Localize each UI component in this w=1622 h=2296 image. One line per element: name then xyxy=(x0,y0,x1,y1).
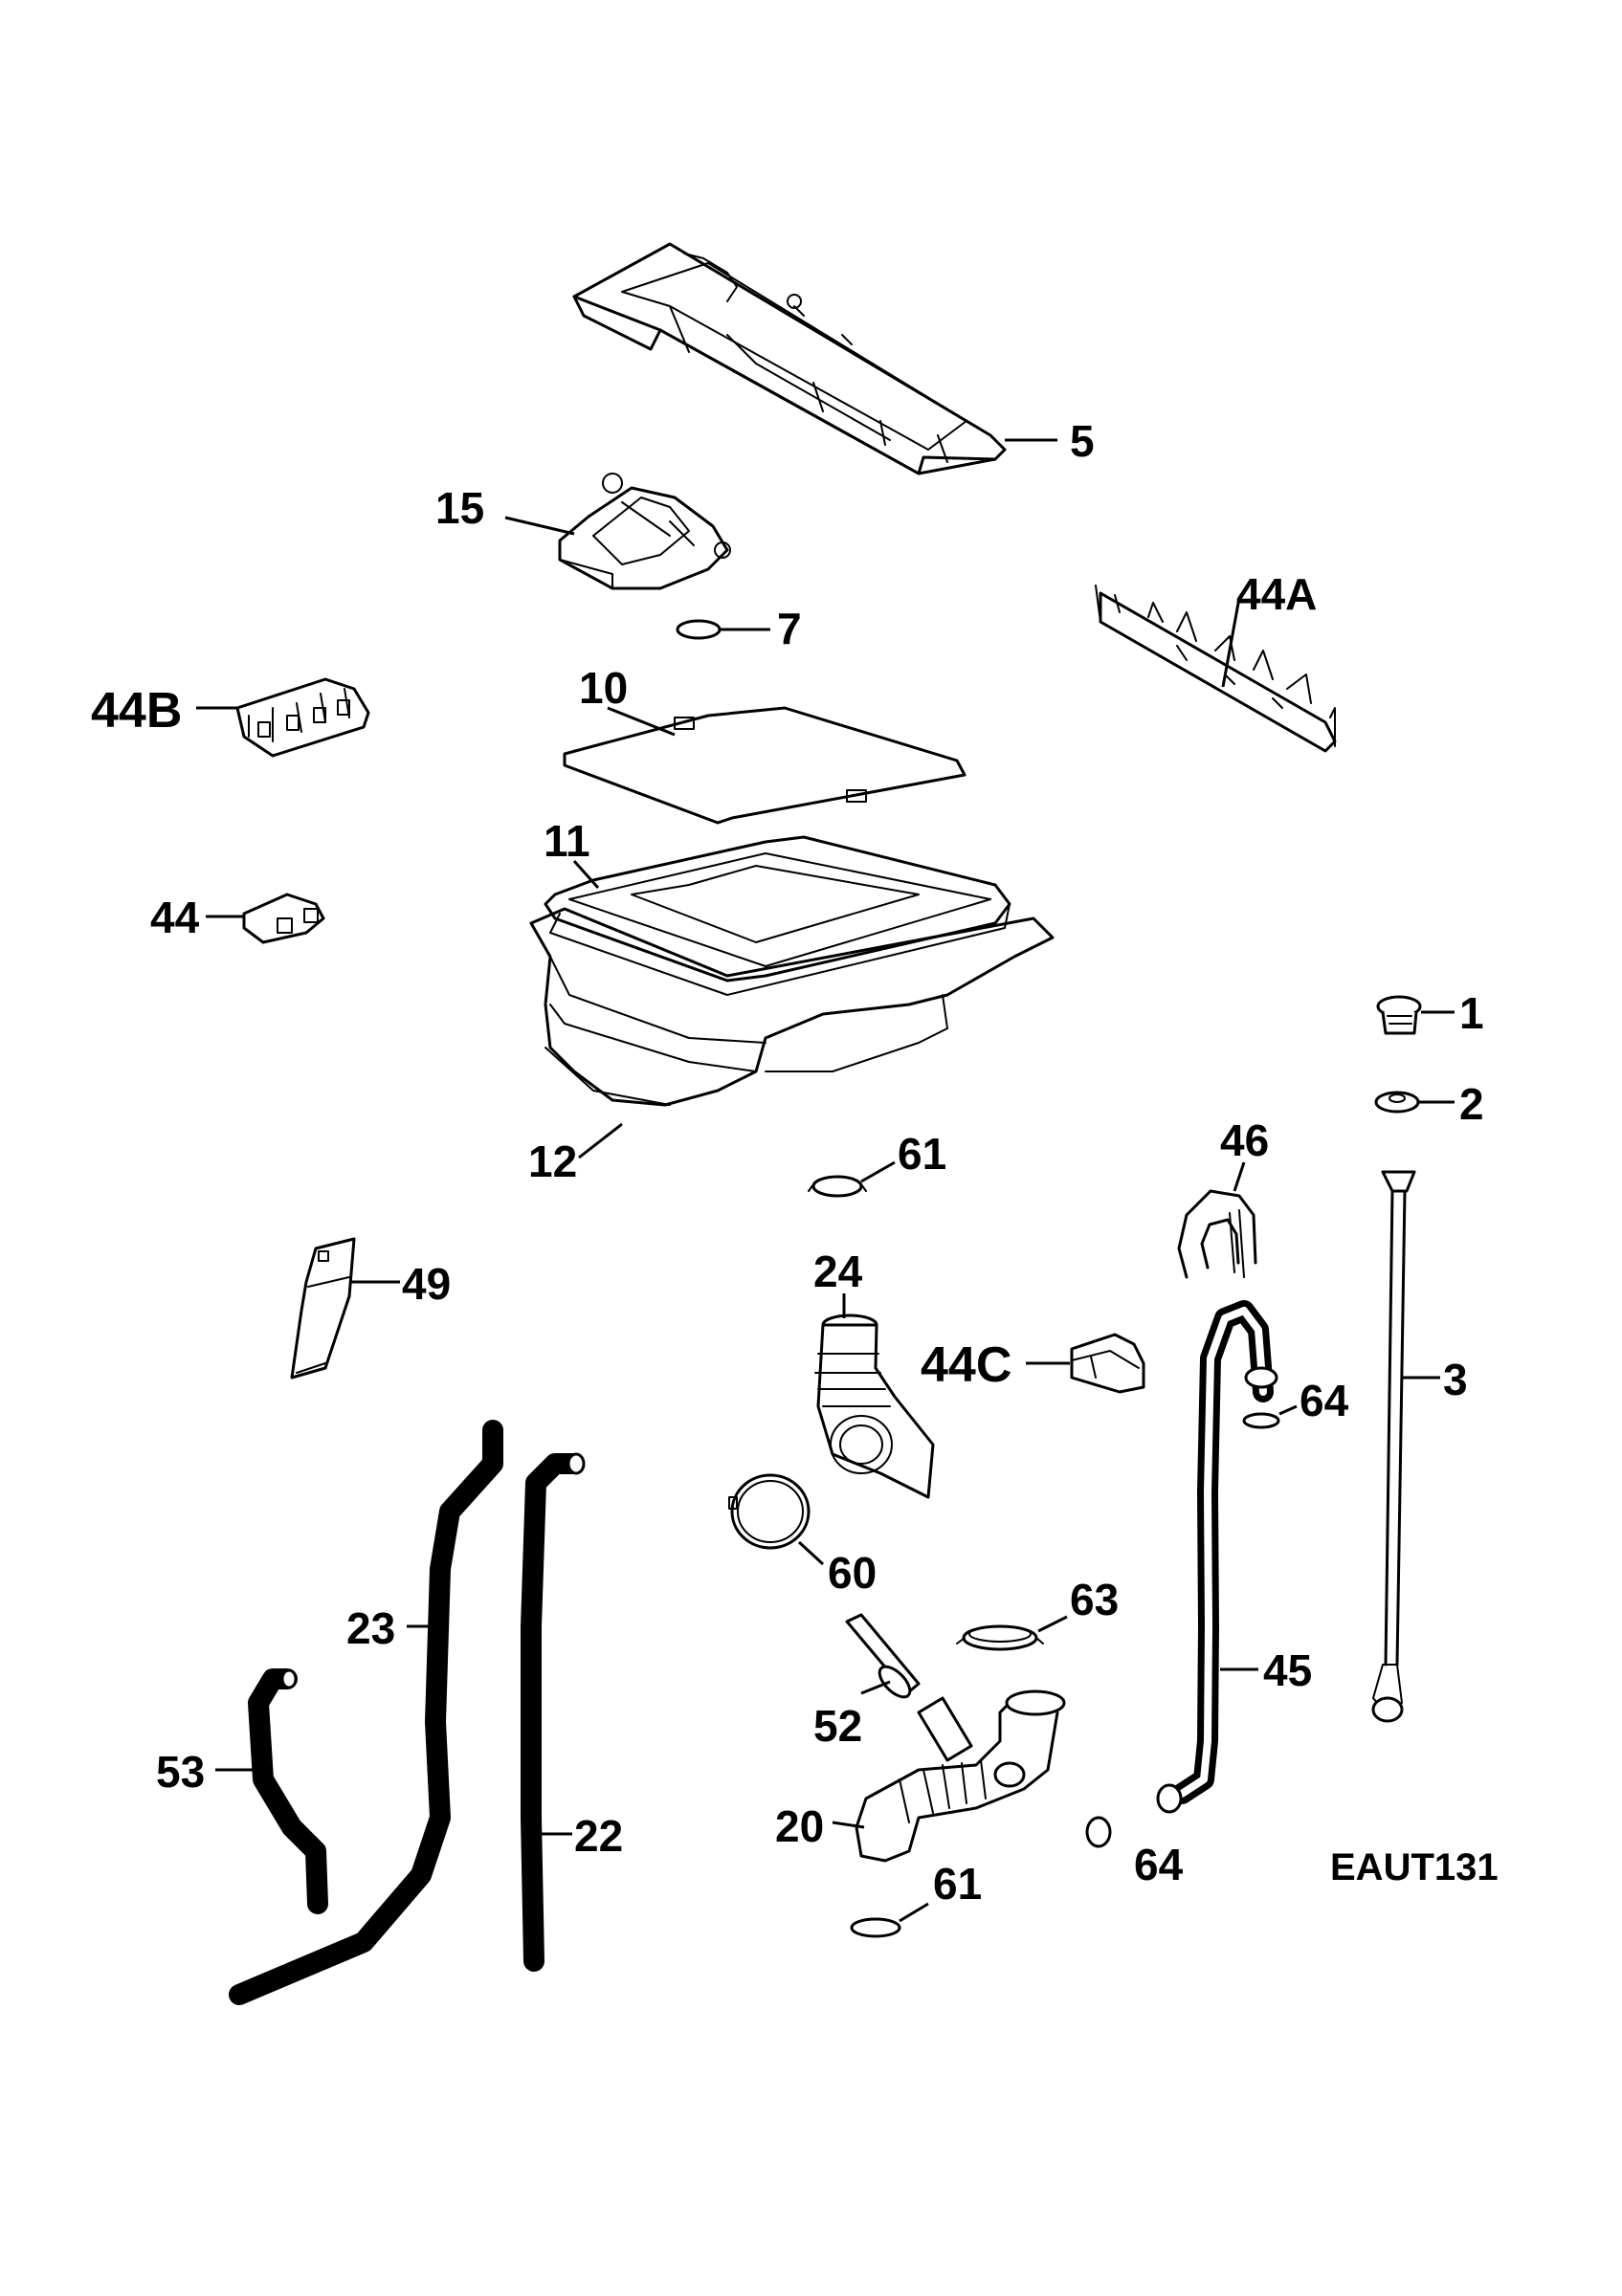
part-53-hose xyxy=(248,1668,328,1914)
callout-44A: 44A xyxy=(1236,569,1317,619)
part-24-bellows-connector xyxy=(814,1314,935,1499)
callout-3: 3 xyxy=(1443,1355,1468,1404)
part-64-clamp-lower xyxy=(1085,1816,1112,1848)
callout-1: 1 xyxy=(1459,988,1484,1038)
part-61-clamp-upper xyxy=(808,1175,867,1198)
part-61-clamp-lower xyxy=(850,1917,901,1938)
callout-15: 15 xyxy=(435,483,484,533)
part-44-clip xyxy=(242,893,325,944)
part-45-drain-hose xyxy=(1156,1300,1278,1814)
callout-44B: 44B xyxy=(91,683,182,739)
callout-61-upper: 61 xyxy=(898,1129,946,1179)
callout-64-lower: 64 xyxy=(1134,1840,1184,1889)
part-12-tub-bellows xyxy=(529,907,1055,1107)
part-44A-clip-bar xyxy=(1095,585,1337,753)
part-64-clamp-upper xyxy=(1242,1412,1280,1429)
callout-20: 20 xyxy=(775,1801,824,1851)
part-22-hose xyxy=(521,1452,586,1972)
callout-44: 44 xyxy=(150,893,200,942)
callout-22: 22 xyxy=(574,1811,623,1861)
callout-46: 46 xyxy=(1220,1115,1269,1165)
part-3-inlet-hose xyxy=(1371,1170,1416,1723)
callout-49: 49 xyxy=(402,1259,451,1309)
part-49-bracket xyxy=(290,1237,356,1380)
part-5-frame xyxy=(572,242,1007,475)
part-10-lid-gasket xyxy=(563,706,967,825)
reference-code: EAUT131 xyxy=(1330,1846,1499,1888)
callout-45: 45 xyxy=(1263,1645,1312,1695)
callout-10: 10 xyxy=(579,663,628,713)
callout-24: 24 xyxy=(813,1247,863,1296)
part-20-sump-hose xyxy=(855,1689,1066,1863)
callout-61-lower: 61 xyxy=(933,1859,982,1909)
callout-60: 60 xyxy=(828,1548,877,1598)
part-52-pipe xyxy=(845,1613,973,1762)
callout-63: 63 xyxy=(1070,1575,1119,1624)
part-23-hose xyxy=(229,1420,503,2005)
callout-23: 23 xyxy=(346,1603,395,1653)
part-44C-clip xyxy=(1070,1333,1145,1394)
part-11-seal-ring xyxy=(544,835,1011,996)
callout-5: 5 xyxy=(1070,416,1095,466)
part-63-band-clamp xyxy=(956,1624,1044,1651)
part-2-washer xyxy=(1374,1091,1420,1114)
callout-53: 53 xyxy=(156,1747,205,1797)
callout-52: 52 xyxy=(813,1701,862,1751)
part-7-oring xyxy=(676,619,722,640)
callout-2: 2 xyxy=(1459,1079,1484,1129)
part-60-clamp xyxy=(728,1473,811,1550)
part-44B-clip xyxy=(235,677,370,758)
callout-44C: 44C xyxy=(921,1337,1011,1393)
callout-7: 7 xyxy=(777,604,802,653)
callout-64-upper: 64 xyxy=(1300,1376,1349,1425)
part-1-cap xyxy=(1376,995,1422,1035)
part-46-hose-hook xyxy=(1177,1189,1257,1279)
callout-12: 12 xyxy=(528,1137,577,1186)
callout-11: 11 xyxy=(544,816,590,866)
part-15-switch xyxy=(558,473,731,590)
